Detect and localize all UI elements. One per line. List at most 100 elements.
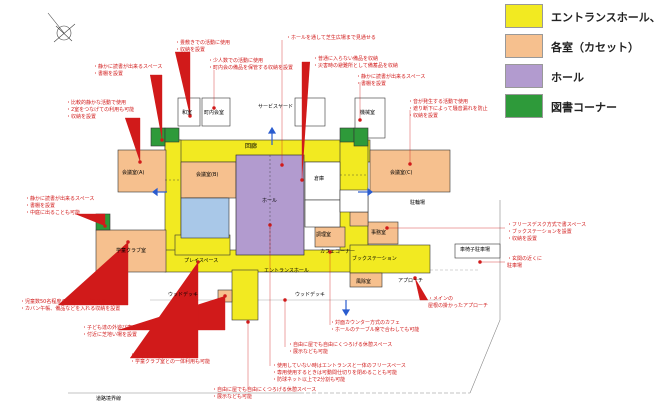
note-10-line: ・収納を設置	[507, 236, 538, 242]
note-18-line: ・防球ネット以上で2分割も可能	[272, 377, 346, 383]
note-10-line: ・ブックステーションを設置	[507, 229, 572, 235]
note-17-line: ・展示なども可能	[288, 349, 329, 355]
note-11: ・玄関の近くに 駐車場	[507, 256, 542, 270]
label-kaigi-b: 会議室(B)	[196, 172, 219, 178]
corridor-areas	[164, 139, 431, 321]
label-play: プレイスペース	[184, 258, 219, 264]
legend-swatch	[505, 94, 543, 118]
note-6-line: ・書棚を設置	[356, 81, 387, 87]
legend-item-rooms: 各室（カセット）	[505, 34, 655, 58]
toilet-area	[180, 197, 230, 239]
label-deck-1: ウッドデッキ	[168, 292, 199, 298]
note-14-line: ・子ども達の外遊び専用玄関	[82, 325, 148, 331]
note-6: ・静かに読書が出来るスペース ・書棚を設置	[356, 74, 425, 88]
note-2: ・ホールを通して芝生広場まで見通せる	[286, 35, 376, 42]
note-4-line: ・少人数での活動に使用	[208, 58, 264, 64]
label-gakudo: 学童クラブ室	[116, 248, 147, 254]
legend-label: 図書コーナー	[551, 101, 617, 114]
legend-swatch	[505, 34, 543, 58]
note-9-line: ・静かに読書が出来るスペース	[25, 196, 95, 202]
note-17: ・自由に屋でも自由にくつろげる休憩スペース ・展示なども可能	[288, 342, 392, 356]
note-7-line: ・比較的静かな活動で使用	[66, 100, 127, 106]
note-19-line: ・自由に屋でも自由にくつろげる休憩スペース	[212, 387, 317, 393]
note-19: ・自由に屋でも自由にくつろげる休憩スペース ・展示なども可能	[212, 387, 316, 401]
note-10: ・フリースデスク方式で書スペース ・ブックステーションを設置 ・収納を設置	[507, 222, 586, 243]
note-5: ・普通に入らない備品を収納 ・災害時の避難所として備蓄品を収納	[313, 56, 398, 70]
hall-side-rooms	[304, 161, 369, 228]
legend-label: ホール	[551, 71, 584, 84]
note-14: ・子ども達の外遊び専用玄関 ・付近に芝地い場を設置	[82, 325, 147, 339]
legend-item-corridor: エントランスホール、回廊	[505, 4, 660, 28]
note-8: ・音が発生する活動で使用 ・遮り断下によって騒音漏れを防止 ・収納を設置	[408, 99, 488, 120]
note-4: ・少人数での活動に使用 ・町内会の備品を保管する収納を設置	[208, 58, 293, 72]
note-13: ・メインの 屋根の掛かったアプローチ	[428, 296, 488, 310]
label-hall: ホール	[262, 198, 278, 204]
note-16-line: ・学童クラブ室との一体利用も可能	[130, 359, 210, 365]
label-cafe: カフェコーナー	[320, 249, 356, 255]
note-11-line: 駐車場	[507, 263, 523, 269]
label-approach: アプローチ	[398, 278, 424, 284]
note-11-line: ・玄関の近くに	[507, 256, 543, 262]
label-office: 事務室	[371, 230, 387, 236]
note-8-line: ・収納を設置	[408, 113, 439, 119]
note-6-line: ・静かに読書が出来るスペース	[356, 74, 426, 80]
note-19-line: ・展示なども可能	[212, 394, 253, 400]
note-13-line: ・メインの	[428, 296, 454, 302]
note-5-line: ・普通に入らない備品を収納	[313, 56, 379, 62]
annotation-leaders	[58, 40, 505, 389]
note-18-line: ・専用使用するときは可動間仕切りを閉めることも可能	[272, 370, 398, 376]
label-kitchen: 調理室	[316, 232, 332, 238]
note-18-line: ・使用していない時はエントランスと一体のフリースペース	[272, 363, 406, 369]
note-9-line: ・書棚を設置	[25, 203, 56, 209]
legend-swatch	[505, 64, 543, 88]
note-7: ・比較的静かな活動で使用 ・2室をつなげての利用も可能 ・収納を設置	[66, 100, 134, 121]
note-1-line: ・収納を設置	[175, 47, 206, 53]
label-kikai: 機械室	[360, 110, 376, 116]
note-7-line: ・収納を設置	[66, 114, 97, 120]
label-book: ブックステーション	[352, 256, 397, 262]
note-4-line: ・町内会の備品を保管する収納を設置	[208, 65, 294, 71]
legend-item-hall: ホール	[505, 64, 655, 88]
note-18: ・使用していない時はエントランスと一体のフリースペース ・専用使用するときは可動…	[272, 363, 406, 384]
note-15-line: ・対面カウンター方式のカフェ	[330, 320, 401, 326]
note-16-line: ・子育て支援、児童館で使用	[130, 352, 196, 358]
label-entrance: エントランスホール	[264, 268, 309, 274]
legend-label: 各室（カセット）	[551, 41, 639, 54]
note-8-line: ・遮り断下によって騒音漏れを防止	[408, 106, 488, 112]
note-15-line: ・ホールのテーブル席で合わしても可能	[330, 327, 420, 333]
note-9-line: ・中庭に出ることも可能	[25, 210, 81, 216]
view-arrows	[152, 126, 373, 317]
label-road-boundary: 道路境界線	[96, 396, 122, 402]
legend-swatch	[505, 4, 543, 28]
label-kaze: 風除室	[356, 279, 372, 285]
note-1-line: ・畳敷きでの活動に使用	[175, 40, 231, 46]
note-10-line: ・フリースデスク方式で書スペース	[507, 222, 587, 228]
note-12: ・児童数50名程度の学童クラブで使用 ・カバン午帳、備品などを入れる収納を設置	[20, 299, 120, 313]
label-souko: 倉庫	[314, 176, 325, 182]
note-7-line: ・2室をつなげての利用も可能	[66, 107, 135, 113]
label-kaigi-c: 会議室(C)	[390, 170, 413, 176]
note-3-line: ・書棚を設置	[93, 71, 124, 77]
label-kaigi-a: 会議室(A)	[122, 170, 145, 176]
note-14-line: ・付近に芝地い場を設置	[82, 332, 138, 338]
label-deck-2: ウッドデッキ	[295, 292, 326, 298]
parking-box	[454, 243, 501, 259]
note-16: ・子育て支援、児童館で使用 ・学童クラブ室との一体利用も可能	[130, 352, 210, 366]
note-9: ・静かに読書が出来るスペース ・書棚を設置 ・中庭に出ることも可能	[25, 196, 94, 217]
label-washitsu: 和室	[182, 110, 193, 116]
note-3-line: ・静かに読書が出来るスペース	[93, 64, 163, 70]
note-12-line: ・児童数50名程度の学童クラブで使用	[20, 299, 107, 305]
legend-label: エントランスホール、回廊	[551, 11, 660, 24]
label-kaikan: 回廊	[245, 143, 258, 150]
note-12-line: ・カバン午帳、備品などを入れる収納を設置	[20, 306, 121, 312]
label-parking: 車椅子駐車場	[460, 247, 491, 253]
note-17-line: ・自由に屋でも自由にくつろげる休憩スペース	[288, 342, 393, 348]
note-15: ・対面カウンター方式のカフェ ・ホールのテーブル席で合わしても可能	[330, 320, 419, 334]
note-3: ・静かに読書が出来るスペース ・書棚を設置	[93, 64, 162, 78]
note-13-line: 屋根の掛かったアプローチ	[428, 303, 489, 309]
label-chuurin: 駐輪場	[410, 200, 426, 206]
label-service: サービスヤード	[258, 104, 294, 110]
north-arrow-icon	[47, 12, 76, 43]
